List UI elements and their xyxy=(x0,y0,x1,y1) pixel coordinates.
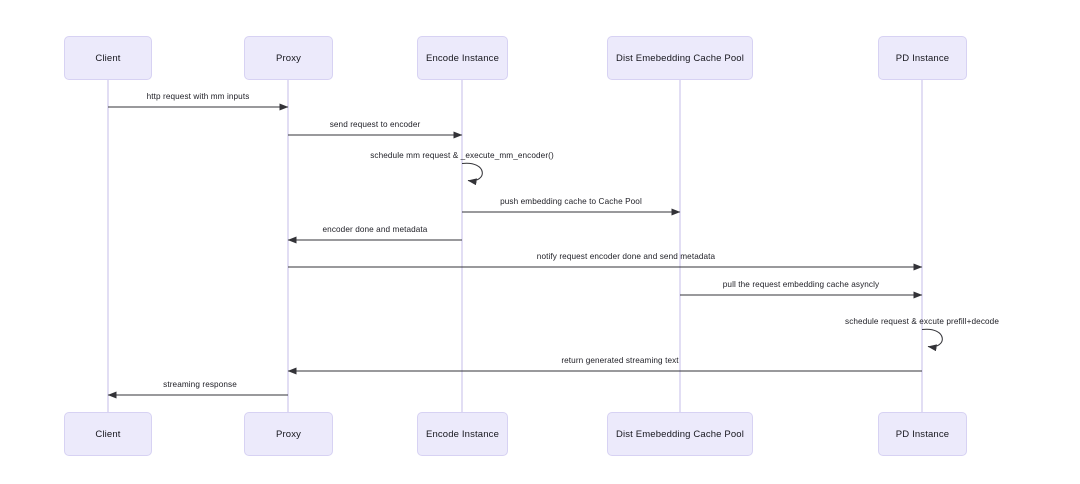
message-label-m4: push embedding cache to Cache Pool xyxy=(500,197,642,206)
participant-label: Proxy xyxy=(275,428,302,440)
participant-box-proxy-bottom[interactable]: Proxy xyxy=(244,412,333,456)
participant-label: Proxy xyxy=(275,52,302,64)
participant-box-cachepool-top[interactable]: Dist Emebedding Cache Pool xyxy=(607,36,753,80)
message-label-m7: pull the request embedding cache asyncly xyxy=(722,280,880,289)
participant-label: Encode Instance xyxy=(425,428,500,440)
message-label-m5: encoder done and metadata xyxy=(322,225,428,234)
participant-label: Dist Emebedding Cache Pool xyxy=(616,52,744,64)
participant-box-client-top[interactable]: Client xyxy=(64,36,152,80)
participant-box-client-bottom[interactable]: Client xyxy=(64,412,152,456)
participant-label: PD Instance xyxy=(895,428,950,440)
participant-box-encode-top[interactable]: Encode Instance xyxy=(417,36,508,80)
participant-box-cachepool-bottom[interactable]: Dist Emebedding Cache Pool xyxy=(607,412,753,456)
message-label-m8: schedule request & excute prefill+decode xyxy=(845,317,999,326)
message-arrows-group xyxy=(107,103,943,399)
participant-box-pd-top[interactable]: PD Instance xyxy=(878,36,967,80)
participant-box-encode-bottom[interactable]: Encode Instance xyxy=(417,412,508,456)
message-label-m10: streaming response xyxy=(163,380,237,389)
message-label-m2: send request to encoder xyxy=(329,120,421,129)
message-label-m9: return generated streaming text xyxy=(561,356,679,365)
lifelines-group xyxy=(107,80,923,412)
message-label-m3: schedule mm request & _execute_mm_encode… xyxy=(370,151,554,160)
participant-label: Encode Instance xyxy=(425,52,500,64)
participant-label: Client xyxy=(95,428,121,440)
participant-box-proxy-top[interactable]: Proxy xyxy=(244,36,333,80)
message-label-m1: http request with mm inputs xyxy=(146,92,250,101)
message-label-m6: notify request encoder done and send met… xyxy=(536,252,716,261)
participant-label: Client xyxy=(95,52,121,64)
participant-label: Dist Emebedding Cache Pool xyxy=(616,428,744,440)
participant-box-pd-bottom[interactable]: PD Instance xyxy=(878,412,967,456)
self-message-m8 xyxy=(921,328,943,352)
self-message-m3 xyxy=(461,162,483,186)
participant-label: PD Instance xyxy=(895,52,950,64)
